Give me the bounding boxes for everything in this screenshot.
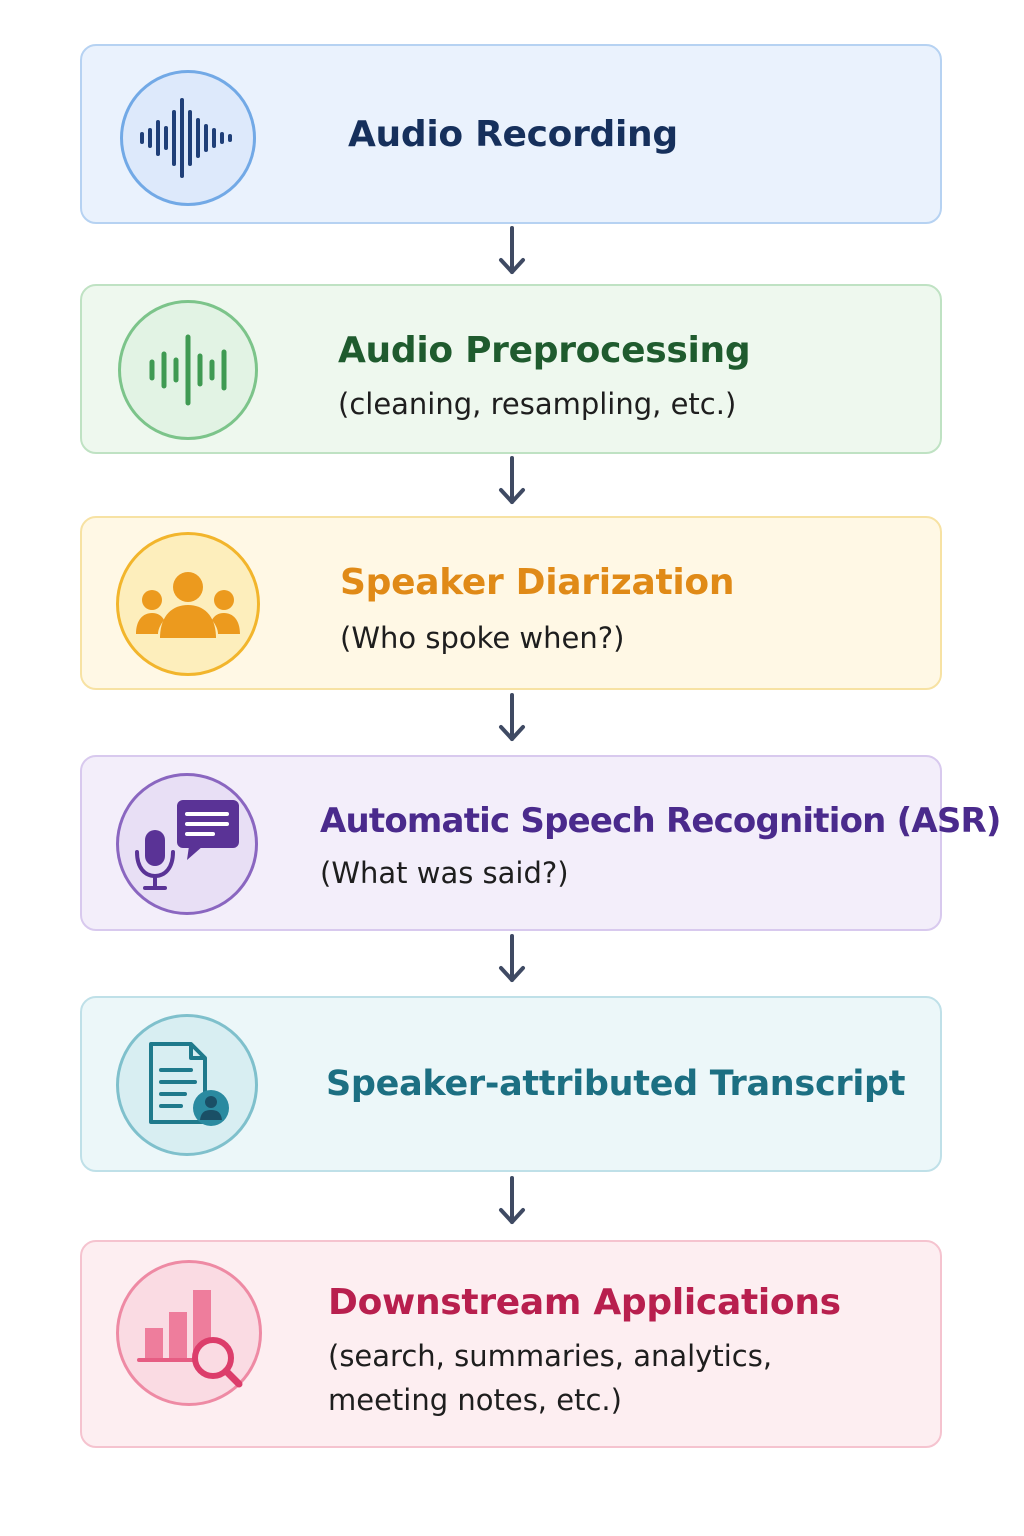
step-title: Automatic Speech Recognition (ASR) [320, 801, 1001, 841]
step-title: Audio Recording [348, 114, 678, 155]
waveform-icon [120, 70, 256, 206]
bar-chart-search-icon [116, 1260, 262, 1406]
arrow-down-icon [499, 934, 525, 982]
step-title: Speaker-attributed Transcript [326, 1064, 906, 1104]
step-subtitle: (Who spoke when?) [340, 621, 625, 655]
step-audio-recording: Audio Recording [80, 44, 942, 224]
step-downstream-applications: Downstream Applications (search, summari… [80, 1240, 942, 1448]
document-person-icon [116, 1014, 258, 1156]
step-speaker-diarization: Speaker Diarization (Who spoke when?) [80, 516, 942, 690]
arrow-down-icon [499, 693, 525, 741]
arrow-down-icon [499, 226, 525, 274]
step-subtitle: (What was said?) [320, 856, 569, 890]
equalizer-waveform-icon [118, 300, 258, 440]
step-title: Audio Preprocessing [338, 330, 751, 371]
step-speaker-attributed-transcript: Speaker-attributed Transcript [80, 996, 942, 1172]
people-group-icon [116, 532, 260, 676]
step-subtitle-line-2: meeting notes, etc.) [328, 1383, 622, 1417]
step-title: Speaker Diarization [340, 562, 735, 603]
step-asr: Automatic Speech Recognition (ASR) (What… [80, 755, 1001, 931]
step-title: Downstream Applications [328, 1282, 841, 1323]
microphone-chat-icon [116, 773, 258, 915]
step-subtitle: (cleaning, resampling, etc.) [338, 387, 737, 421]
arrow-down-icon [499, 1176, 525, 1224]
arrow-down-icon [499, 456, 525, 504]
step-subtitle-line-1: (search, summaries, analytics, [328, 1339, 773, 1373]
step-audio-preprocessing: Audio Preprocessing (cleaning, resamplin… [80, 284, 942, 454]
